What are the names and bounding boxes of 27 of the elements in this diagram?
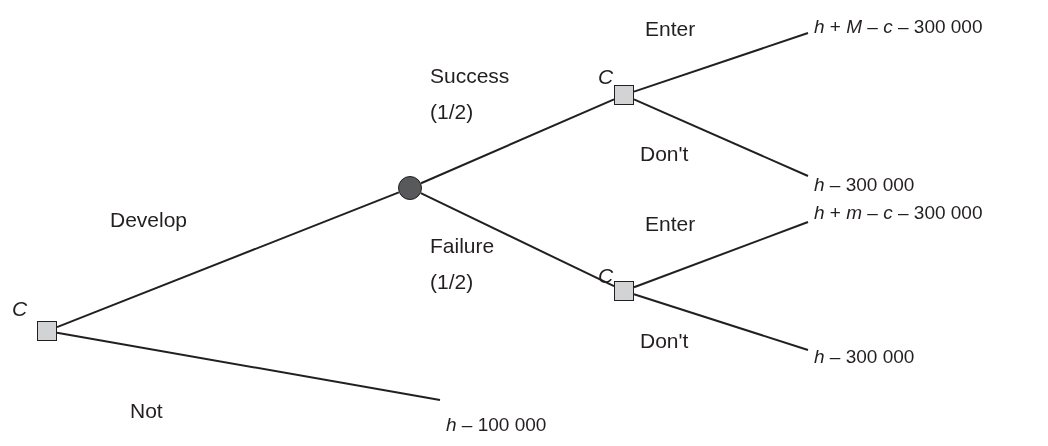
payoff-text: h + M – c – 300 000: [814, 16, 983, 39]
chance-circle: [398, 176, 422, 200]
decision-square: [614, 281, 634, 301]
payoff-text: h – 100 000: [446, 414, 547, 437]
edge-label: Don't: [640, 141, 690, 167]
branch-line: [419, 192, 615, 288]
branch-line: [420, 98, 615, 185]
edge-label: Don't: [640, 328, 690, 354]
decision-square: [614, 85, 634, 105]
edge-label: Failure (1/2): [430, 233, 496, 295]
branch-line: [633, 98, 809, 177]
branch-line: [633, 221, 809, 289]
payoff-text: h – 300 000: [814, 174, 915, 197]
player-label: C: [598, 66, 614, 87]
player-label: C: [12, 298, 28, 319]
payoff-text: h + m – c – 300 000: [814, 202, 983, 225]
edge-label: Not: [130, 398, 164, 424]
branch-line: [56, 331, 441, 401]
payoff-text: h – 300 000: [814, 346, 915, 369]
edge-label: Success (1/2): [430, 63, 511, 125]
decision-square: [37, 321, 57, 341]
branch-line: [633, 32, 809, 93]
edge-label: Develop: [110, 207, 189, 233]
branch-line: [633, 293, 809, 351]
edge-label: Enter: [645, 211, 697, 237]
edge-label: Enter: [645, 16, 697, 42]
branch-line: [56, 191, 400, 329]
